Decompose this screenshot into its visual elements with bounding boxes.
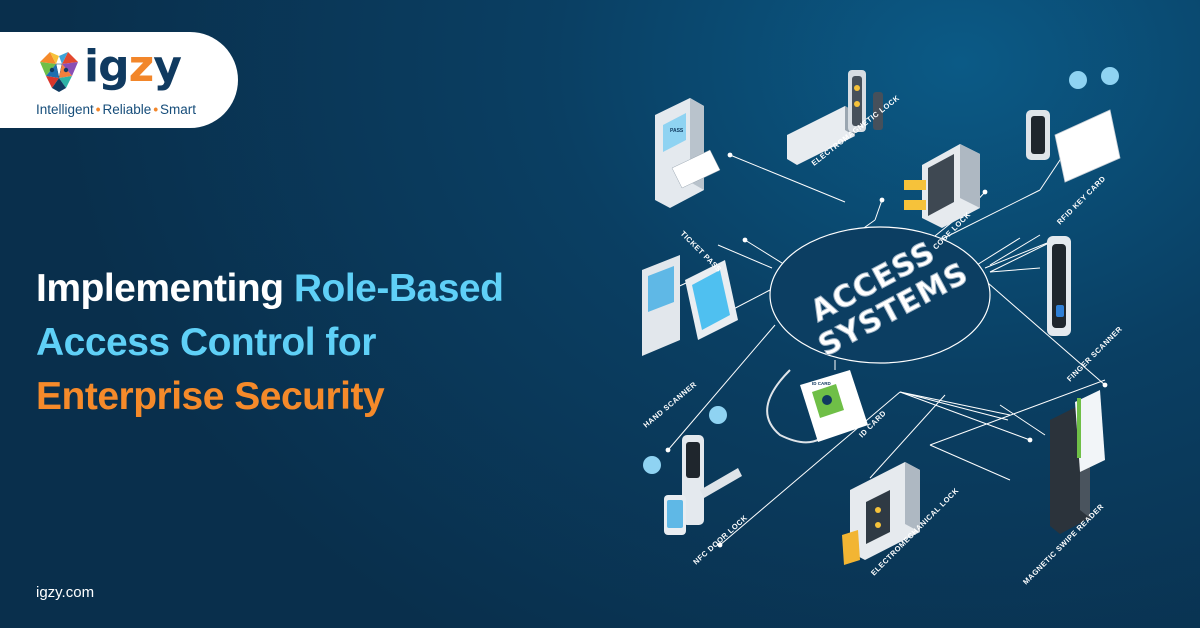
center-ring: [769, 226, 991, 364]
tagline-smart: Smart: [160, 102, 197, 117]
tagline: Intelligent•Reliable•Smart: [36, 102, 196, 117]
label-ticket-pass: TICKET PASS: [679, 229, 724, 274]
label-finger-scanner: FINGER SCANNER: [1065, 324, 1124, 383]
id-card-device: ID CARD: [766, 369, 868, 444]
headline-line-2: Access Control for: [36, 321, 376, 364]
page-title: Implementing Role-Based Access Control f…: [36, 262, 616, 424]
headline-implementing: Implementing: [36, 267, 294, 310]
dog-mascot-icon: [40, 52, 78, 92]
ticket-sign: PASS: [670, 128, 684, 134]
logo-text-z: z: [128, 41, 155, 92]
tagline-separator: •: [95, 102, 101, 117]
logo-text-ig: ig: [84, 41, 130, 92]
electromagnetic-lock-device: [787, 70, 883, 165]
headline-role-based: Role-Based: [293, 267, 504, 310]
ticket-pass-device: PASS: [655, 98, 721, 208]
access-systems-diagram: ACCESS SYSTEMS PASS: [642, 67, 1124, 586]
electromechanical-lock-device: [842, 462, 920, 565]
badge-text: ID CARD: [812, 381, 831, 386]
rfid-key-card-device: [1026, 67, 1121, 183]
label-rfid-key-card: RFID KEY CARD: [1055, 174, 1107, 226]
magnetic-swipe-reader-device: [1050, 390, 1105, 534]
logo-pill[interactable]: igzy Intelligent•Reliable•Smart: [0, 32, 238, 128]
logo-text-y: y: [153, 41, 182, 92]
label-hand-scanner: HAND SCANNER: [642, 380, 699, 430]
finger-scanner-device: [1047, 236, 1071, 336]
headline-line-3: Enterprise Security: [36, 375, 385, 418]
logo-wordmark: igzy: [84, 41, 182, 92]
nfc-door-lock-device: [643, 406, 742, 535]
headline-line-1: Implementing Role-Based: [36, 262, 616, 316]
hand-scanner-device: [642, 255, 738, 356]
site-url-link[interactable]: igzy.com: [36, 584, 95, 601]
tagline-reliable: Reliable: [102, 102, 152, 117]
tagline-intelligent: Intelligent: [36, 102, 94, 117]
tagline-separator: •: [153, 102, 159, 117]
code-lock-device: [904, 144, 980, 228]
